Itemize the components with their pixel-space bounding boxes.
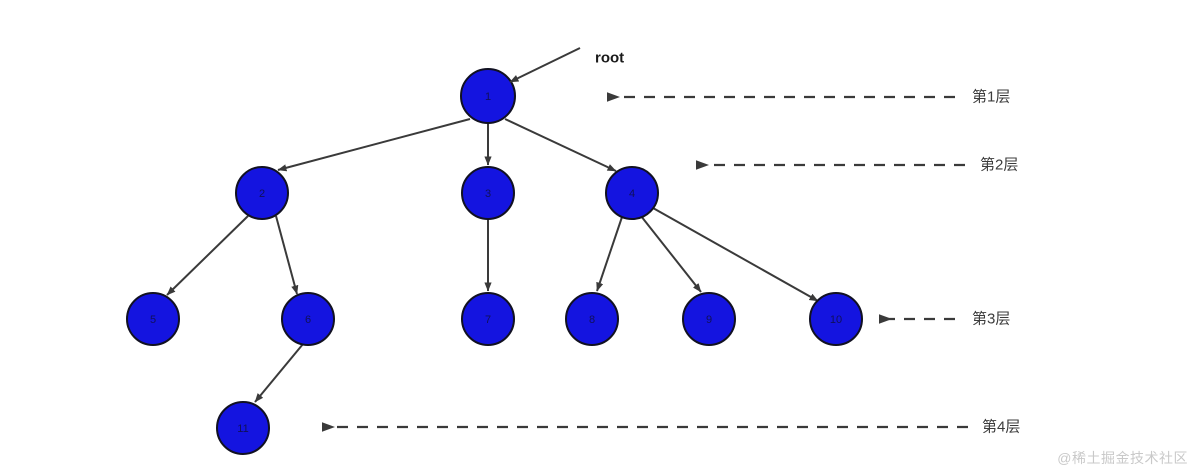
node-circle <box>682 292 736 346</box>
tree-edges <box>166 118 819 403</box>
node-label: 8 <box>589 314 595 326</box>
layer-annotation-3: 第3层 <box>879 310 1010 328</box>
node-circle <box>809 292 863 346</box>
tree-node-2[interactable]: 2 <box>235 166 289 220</box>
watermark: @稀土掘金技术社区 <box>1057 450 1188 466</box>
node-label: 6 <box>305 314 311 326</box>
node-label: 3 <box>485 188 491 200</box>
tree-edge-n6-n11 <box>254 343 304 403</box>
node-label: 11 <box>237 423 248 435</box>
layer-label: 第4层 <box>982 418 1020 436</box>
node-label: 4 <box>629 188 635 200</box>
root-arrow-line <box>509 47 581 83</box>
node-label: 9 <box>706 314 712 326</box>
node-circle <box>216 401 270 455</box>
tree-edge-n4-n10 <box>652 207 819 302</box>
tree-edge-n1-n4 <box>504 118 617 172</box>
node-circle <box>461 292 515 346</box>
tree-node-3[interactable]: 3 <box>461 166 515 220</box>
tree-node-11[interactable]: 11 <box>216 401 270 455</box>
node-circle <box>565 292 619 346</box>
node-label: 7 <box>485 314 491 326</box>
tree-edge-n4-n8 <box>596 216 623 292</box>
tree-node-1[interactable]: 1 <box>460 68 516 124</box>
node-circle <box>281 292 335 346</box>
tree-edge-n2-n5 <box>166 215 249 296</box>
node-circle <box>460 68 516 124</box>
layer-label: 第2层 <box>980 156 1018 174</box>
node-label: 1 <box>485 91 491 103</box>
layer-label: 第3层 <box>972 310 1010 328</box>
tree-node-5[interactable]: 5 <box>126 292 180 346</box>
node-circle <box>461 166 515 220</box>
layer-annotation-1: 第1层 <box>607 88 1010 106</box>
root-pointer: root <box>509 47 624 83</box>
tree-node-8[interactable]: 8 <box>565 292 619 346</box>
tree-node-10[interactable]: 10 <box>809 292 863 346</box>
tree-edge-n4-n9 <box>640 215 702 293</box>
tree-edge-n1-n2 <box>277 118 471 172</box>
root-label: root <box>595 50 624 67</box>
node-label: 5 <box>150 314 156 326</box>
layer-annotation-4: 第4层 <box>322 418 1020 436</box>
node-circle <box>235 166 289 220</box>
tree-node-7[interactable]: 7 <box>461 292 515 346</box>
tree-edge-n2-n6 <box>275 215 299 295</box>
tree-node-6[interactable]: 6 <box>281 292 335 346</box>
tree-nodes: 1 2 3 4 5 6 7 8 9 10 11 <box>126 68 863 455</box>
tree-node-4[interactable]: 4 <box>605 166 659 220</box>
tree-node-9[interactable]: 9 <box>682 292 736 346</box>
node-circle <box>605 166 659 220</box>
layer-annotation-2: 第2层 <box>696 156 1018 174</box>
node-label: 10 <box>830 314 842 326</box>
layer-label: 第1层 <box>972 88 1010 106</box>
node-circle <box>126 292 180 346</box>
node-label: 2 <box>259 188 265 200</box>
